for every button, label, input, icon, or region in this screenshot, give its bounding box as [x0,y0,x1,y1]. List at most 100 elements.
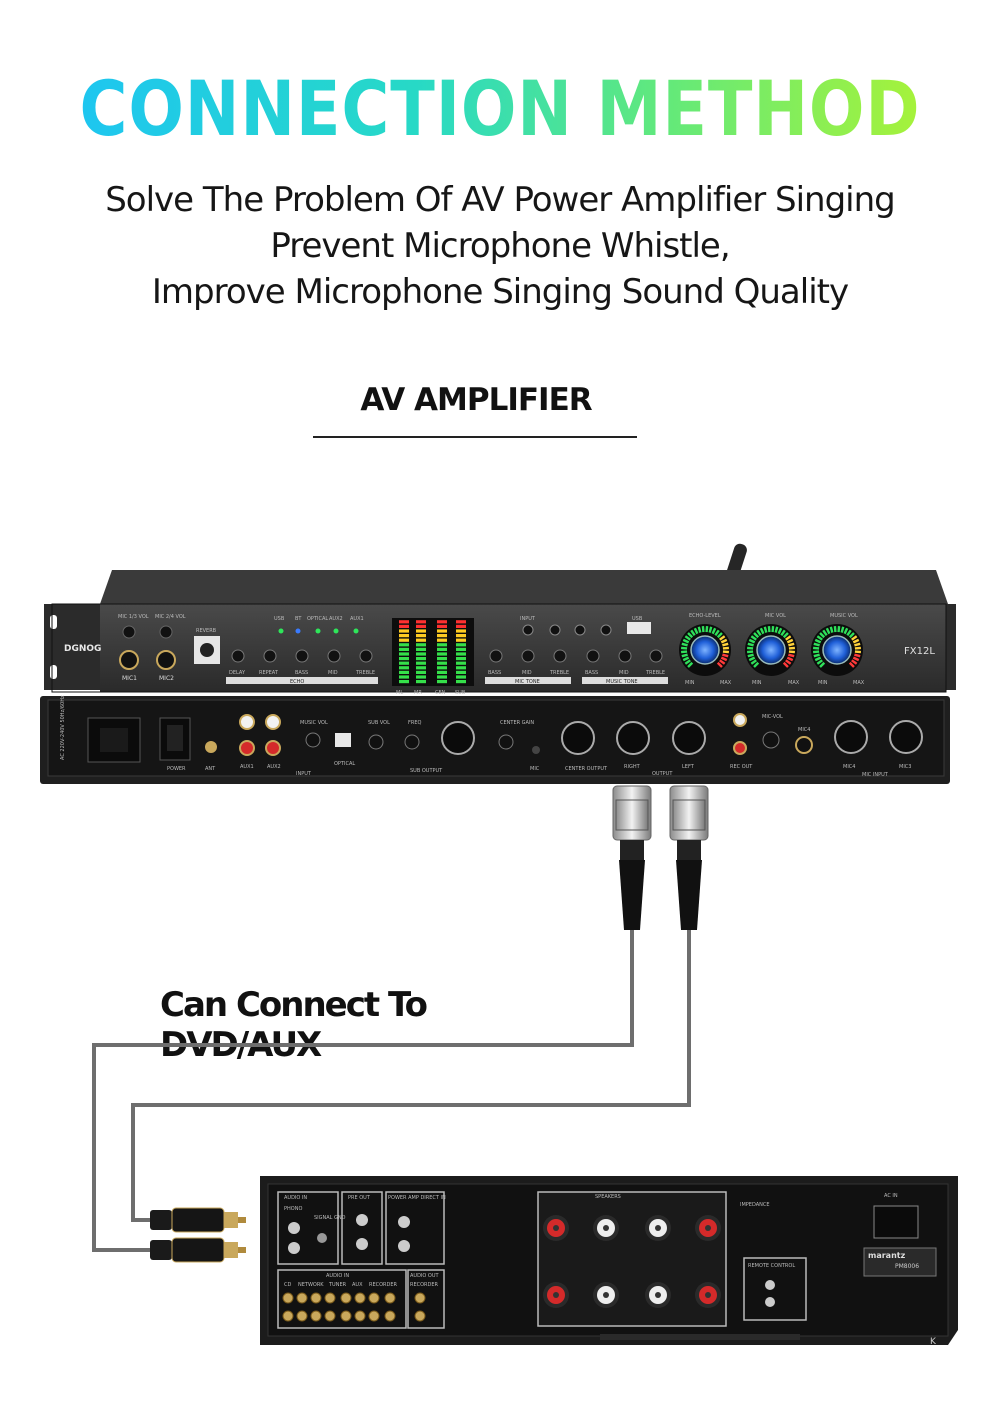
label-music-mid: MID [619,670,629,676]
label-network: NETWORK [298,1282,324,1288]
rca-input-jack[interactable] [282,1292,294,1304]
rca-input-jack[interactable] [282,1310,294,1322]
left-output-xlr[interactable] [672,721,706,755]
antenna-connector[interactable] [205,741,217,753]
label-phono: PHONO [284,1206,302,1212]
rca-input-jack[interactable] [324,1292,336,1304]
rca-input-jack[interactable] [354,1310,366,1322]
music-vol-dial[interactable] [811,624,863,676]
rec-out-left-jack[interactable] [733,713,747,727]
label-max-1: MAX [720,680,732,686]
mic4-xlr-input[interactable] [834,720,868,754]
echo-bass-knob[interactable] [295,649,309,663]
xlr-plug-left [612,785,652,930]
rca-input-jack[interactable] [354,1292,366,1304]
rear-mic-vol-knob[interactable] [762,731,780,749]
label-music-vol-dial: MUSIC VOL [830,613,858,619]
label-audio-in: AUDIO IN [284,1195,307,1201]
echo-level-dial[interactable] [679,624,731,676]
processor-brand: DGNOG [64,644,101,654]
meter-segment [437,638,447,642]
mic-bass-knob[interactable] [489,649,503,663]
right-output-xlr[interactable] [616,721,650,755]
ac-inlet[interactable] [873,1205,919,1239]
label-speakers: SPEAKERS [595,1194,621,1200]
signal-gnd-terminal[interactable] [317,1233,327,1243]
mic13-vol-knob[interactable] [122,625,136,639]
connection-label: Can Connect To DVD/AUX [160,985,428,1065]
center-output-xlr[interactable] [561,721,595,755]
freq-knob[interactable] [404,734,420,750]
meter-segment [456,666,466,670]
mic1-jack[interactable] [119,650,139,670]
mic-switch[interactable] [532,746,540,754]
mic-mid-knob[interactable] [521,649,535,663]
mic3-xlr-input[interactable] [889,720,923,754]
rca-input-jack[interactable] [368,1310,380,1322]
pre-out-right-jack[interactable] [356,1238,368,1250]
rca-input-jack[interactable] [340,1292,352,1304]
aux2-left-jack[interactable] [265,714,281,730]
music-mid-knob[interactable] [618,649,632,663]
label-mic4: MIC4 [798,727,810,733]
label-power-rating: AC 220V-240V 50Hz/60Hz [60,695,66,760]
previous-button[interactable] [574,624,586,636]
rca-input-jack[interactable] [414,1310,426,1322]
meter-segment [437,652,447,656]
echo-treble-knob[interactable] [359,649,373,663]
direct-in-left-jack[interactable] [398,1216,410,1228]
aux2-right-jack[interactable] [265,740,281,756]
direct-in-right-jack[interactable] [398,1240,410,1252]
rca-input-jack[interactable] [296,1292,308,1304]
pre-out-left-jack[interactable] [356,1214,368,1226]
rec-out-right-jack[interactable] [733,741,747,755]
mic2-jack[interactable] [156,650,176,670]
label-repeat: REPEAT [259,670,279,676]
optical-port[interactable] [335,733,351,747]
rca-input-jack[interactable] [310,1292,322,1304]
remote-in-jack[interactable] [765,1280,775,1290]
rca-input-jack[interactable] [384,1310,396,1322]
rca-input-jack[interactable] [324,1310,336,1322]
label-aux1: AUX1 [350,616,364,622]
rca-input-jack[interactable] [384,1292,396,1304]
phono-left-jack[interactable] [288,1222,300,1234]
rca-input-jack[interactable] [414,1292,426,1304]
led-aux1 [353,628,359,634]
play-pause-button[interactable] [549,624,561,636]
label-freq: FREQ [408,720,422,726]
center-gain-knob[interactable] [498,734,514,750]
label-mic-vol-dial: MIC VOL [765,613,786,619]
repeat-knob[interactable] [263,649,277,663]
rear-music-vol-knob[interactable] [305,732,321,748]
next-button[interactable] [600,624,612,636]
rca-input-jack[interactable] [296,1310,308,1322]
label-mic-input: MIC INPUT [862,772,889,778]
meter-segment [399,680,409,684]
label-recorder: RECORDER [369,1282,398,1288]
music-treble-knob[interactable] [649,649,663,663]
remote-out-jack[interactable] [765,1297,775,1307]
aux1-right-jack[interactable] [239,740,255,756]
delay-knob[interactable] [231,649,245,663]
mic24-vol-knob[interactable] [159,625,173,639]
phono-right-jack[interactable] [288,1242,300,1254]
sub-vol-knob[interactable] [368,734,384,750]
rca-input-jack[interactable] [310,1310,322,1322]
rca-plug-upper [150,1207,246,1233]
aux1-left-jack[interactable] [239,714,255,730]
usb-port[interactable] [627,622,651,634]
mic4-jack[interactable] [795,736,813,754]
input-button[interactable] [522,624,534,636]
music-bass-knob[interactable] [586,649,600,663]
sub-output-xlr[interactable] [441,721,475,755]
label-aux2: AUX2 [329,616,343,622]
mic-vol-dial[interactable] [745,624,797,676]
meter-segment [437,620,447,624]
meter-segment [437,666,447,670]
echo-mid-knob[interactable] [327,649,341,663]
rca-input-jack[interactable] [340,1310,352,1322]
mic-treble-knob[interactable] [553,649,567,663]
rca-input-jack[interactable] [368,1292,380,1304]
meter-segment [437,661,447,665]
